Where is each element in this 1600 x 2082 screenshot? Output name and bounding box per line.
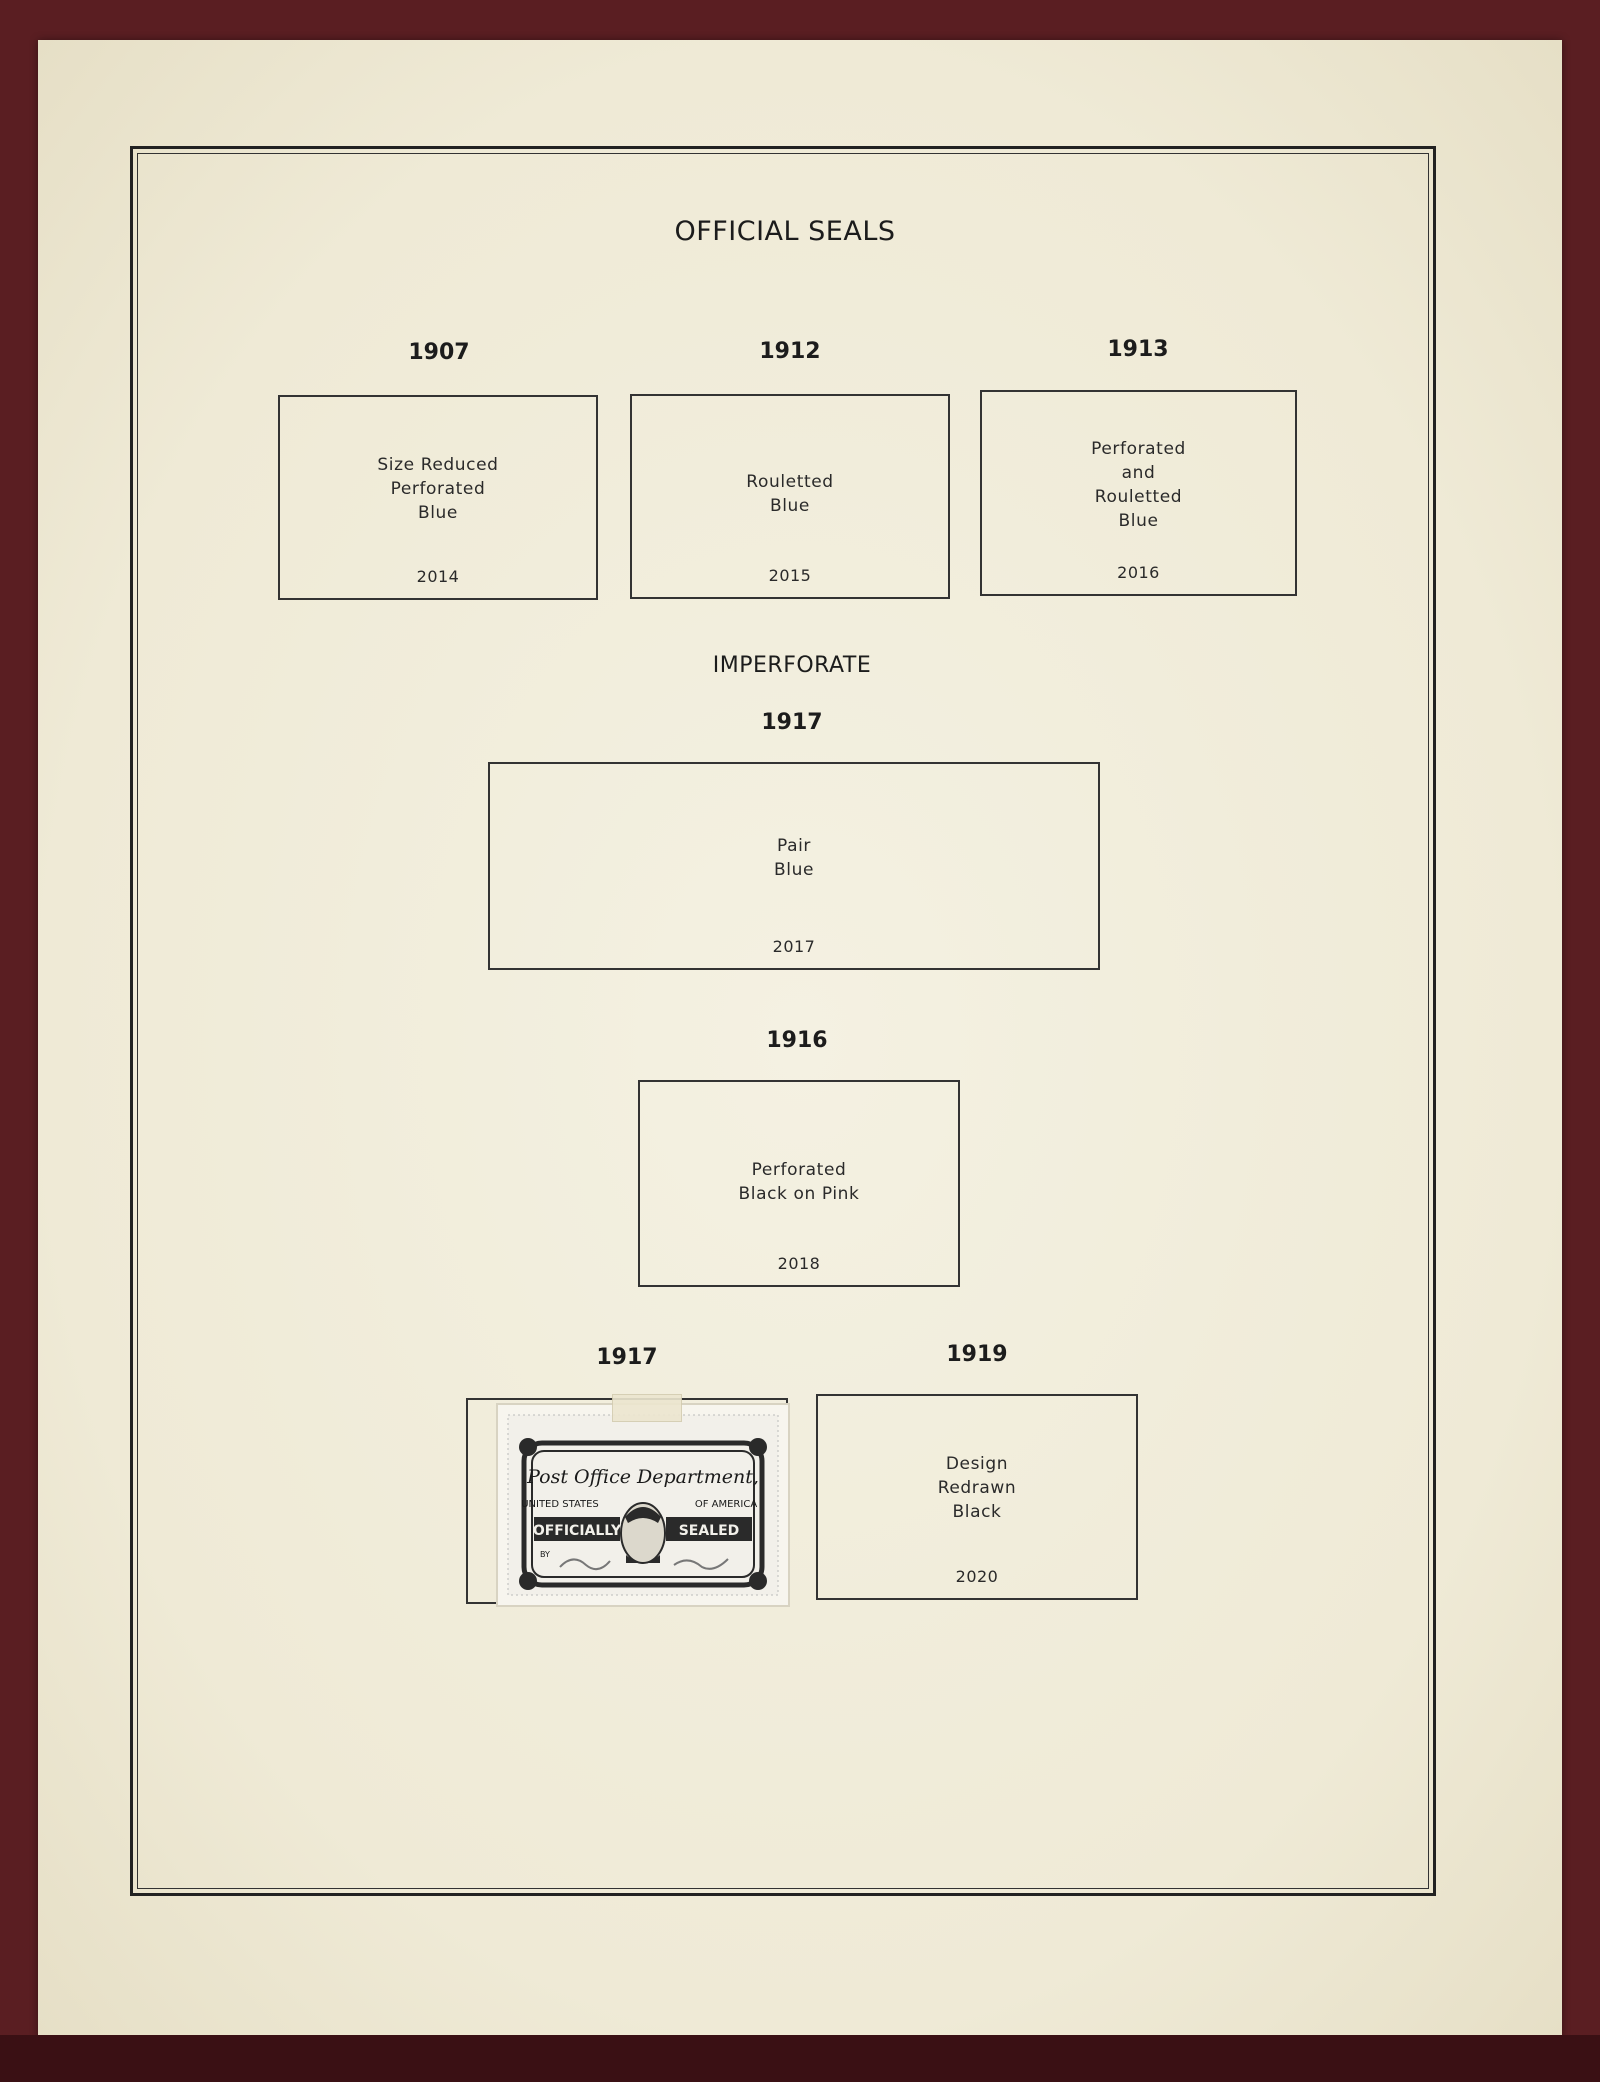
stamp-description: Pair Blue <box>773 836 815 880</box>
year-label: 1913 <box>1107 337 1169 362</box>
stamp-band-right: SEALED <box>679 1523 740 1539</box>
catalog-number: 2020 <box>955 1567 999 1586</box>
year-label: 1916 <box>766 1028 828 1053</box>
catalog-number: 2014 <box>416 567 460 586</box>
catalog-number: 2017 <box>772 937 816 956</box>
stamp-space: Perforated and Rouletted Blue 2016 <box>980 390 1297 596</box>
stamp-hinge <box>612 1394 682 1422</box>
stamp-space: Pair Blue 2017 <box>488 762 1100 970</box>
page-border-outer <box>130 146 1436 1896</box>
mounted-stamp: Post Office Department, UNITED STATES OF… <box>498 1405 788 1605</box>
catalog-number: 2016 <box>1117 563 1160 582</box>
year-label: 1912 <box>759 339 821 364</box>
album-page <box>38 40 1562 2040</box>
catalog-number: 2018 <box>777 1254 821 1273</box>
section-heading: IMPERFORATE <box>712 653 872 678</box>
catalog-number: 2015 <box>768 566 812 585</box>
stamp-description: Design Redrawn Black <box>937 1454 1017 1522</box>
stamp-image: Post Office Department, UNITED STATES OF… <box>507 1414 779 1596</box>
stamp-description: Size Reduced Perforated Blue <box>377 455 499 523</box>
stamp-top-text: Post Office Department, <box>526 1466 759 1488</box>
year-label: 1917 <box>596 1345 658 1370</box>
stamp-description: Rouletted Blue <box>746 472 834 516</box>
stamp-description: Perforated and Rouletted Blue <box>1091 439 1186 531</box>
year-label: 1919 <box>946 1342 1008 1367</box>
album-edge <box>0 2035 1600 2082</box>
stamp-description: Perforated Black on Pink <box>738 1160 860 1204</box>
stamp-right-text: OF AMERICA <box>695 1499 757 1510</box>
page-border-inner <box>137 153 1429 1889</box>
pencil-signature <box>559 1558 729 1571</box>
stamp-space: Perforated Black on Pink 2018 <box>638 1080 960 1287</box>
year-label: 1917 <box>761 710 823 735</box>
stamp-band-left: OFFICIALLY <box>533 1523 622 1539</box>
stamp-space: Rouletted Blue 2015 <box>630 394 950 599</box>
stamp-left-text: UNITED STATES <box>521 1499 599 1510</box>
year-label: 1907 <box>408 340 470 365</box>
stamp-by-label: BY <box>540 1550 550 1559</box>
stamp-space: Size Reduced Perforated Blue 2014 <box>278 395 598 600</box>
page-title: OFFICIAL SEALS <box>674 216 896 247</box>
stamp-space: Design Redrawn Black 2020 <box>816 1394 1138 1600</box>
